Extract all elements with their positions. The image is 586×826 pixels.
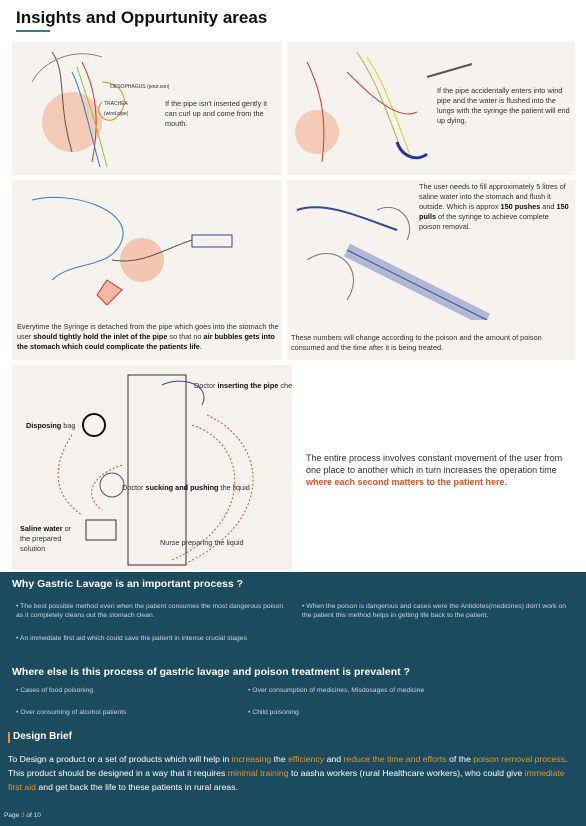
why-bullet-2-text: When the poison is dangerous and cases w… xyxy=(302,603,567,619)
why-bullet-2: • When the poison is dangerous and cases… xyxy=(302,603,567,619)
where-bullet-2-text: Over consumption of medicines, Misdosage… xyxy=(252,687,425,694)
brief-text: of the xyxy=(446,754,474,764)
caption-syringe-5: . xyxy=(199,342,202,351)
process-text-highlight: where each second matters to the patient… xyxy=(306,477,505,487)
where-bullet-3: • Over consuming of alcohol patients xyxy=(16,709,127,716)
label-disposing: Disposing bag xyxy=(26,421,75,431)
brief-text: . This product should be designed in a w… xyxy=(8,754,568,778)
where-heading: Where else is this process of gastric la… xyxy=(12,666,410,678)
caption-syringe-1: Everytime the Syringe is detached from t… xyxy=(17,322,279,341)
process-text: The entire process involves constant mov… xyxy=(306,452,578,488)
caption-pp-5: of the syringe to achieve complete poiso… xyxy=(419,212,549,231)
note-push-pull: These numbers will change according to t… xyxy=(291,333,542,352)
brief-heading: Design Brief xyxy=(13,731,72,742)
page-title: Insights and Oppurtunity areas xyxy=(16,8,268,27)
brief-heading-bar xyxy=(8,732,10,743)
brief-highlight: poison removal process xyxy=(473,754,565,764)
why-heading: Why Gastric Lavage is an important proce… xyxy=(12,578,244,590)
brief-text: To Design a product or a set of products… xyxy=(8,754,232,764)
brief-highlight: immediate first aid xyxy=(8,768,565,792)
where-bullet-4: • Child poisoning xyxy=(248,709,299,716)
label-trachea: TRACHEA (wind.pipe) xyxy=(104,101,129,117)
page-prefix: Page xyxy=(4,812,21,819)
why-where-section: Why Gastric Lavage is an important proce… xyxy=(0,572,586,724)
sketch-push-pull-drawing xyxy=(296,206,491,327)
where-bullet-2: • Over consumption of medicines, Misdosa… xyxy=(248,687,425,694)
sketch-wind-pipe: If the pipe accidentally enters into win… xyxy=(287,42,575,175)
label-doctor-pipe-1: Doctor xyxy=(194,381,218,390)
sketch-push-pull: The user needs to fill approximately 5 l… xyxy=(287,180,575,360)
where-bullet-1: • Cases of food poisoning xyxy=(16,687,94,694)
label-doctor-pipe-2: inserting the pipe xyxy=(217,381,279,390)
caption-pp-2: 150 pushes xyxy=(500,202,541,211)
caption-pp-3: and xyxy=(540,202,557,211)
label-doctor-suck-3: the liquid xyxy=(218,483,250,492)
brief-text: to aasha workers (rural Healthcare worke… xyxy=(288,768,525,778)
caption-syringe-3: so that no xyxy=(167,332,204,341)
label-saline-2: or the prepared solution xyxy=(20,524,72,553)
label-doctor-suck: Doctor sucking and pushing the liquid xyxy=(122,483,292,493)
sketch-pipe-curl-drawing xyxy=(31,51,125,168)
label-nurse: Nurse preparing the liquid xyxy=(160,538,244,547)
process-text-end: . xyxy=(504,477,508,487)
sketch-syringe-detach-drawing xyxy=(31,196,233,306)
title-underline xyxy=(16,30,50,32)
label-doctor-pipe: Doctor inserting the pipe checking the p… xyxy=(194,381,292,391)
brief-highlight: efficiency xyxy=(288,754,325,764)
brief-highlight: minimal training xyxy=(227,768,289,778)
sketch-process-flow-drawing xyxy=(57,374,254,566)
caption-pp-4: 150 pulls xyxy=(419,202,569,221)
label-saline: Saline water or the prepared solution xyxy=(20,524,82,554)
why-bullet-3-text: An immediate first aid which could save … xyxy=(19,635,247,642)
sketch-process-flow: Doctor inserting the pipe checking the p… xyxy=(12,365,292,570)
caption-syringe-4: air bubbles gets into the stomach which … xyxy=(17,332,275,351)
sketch-syringe-detach: Everytime the Syringe is detached from t… xyxy=(12,180,282,360)
label-saline-1: Saline water xyxy=(20,524,63,533)
caption-push-pull: The user needs to fill approximately 5 l… xyxy=(419,182,571,232)
page-current: 3 xyxy=(21,812,25,819)
page-number: Page 3 of 10 xyxy=(4,812,41,819)
brief-text: the xyxy=(271,754,289,764)
caption-wind-pipe: If the pipe accidentally enters into win… xyxy=(437,86,570,125)
brief-body: To Design a product or a set of products… xyxy=(8,752,578,794)
caption-syringe-2: should tightly hold the inlet of the pip… xyxy=(33,332,168,341)
label-doctor-suck-2: sucking and pushing xyxy=(145,483,219,492)
brief-highlight: increasing xyxy=(231,754,272,764)
sketch-pipe-curl: OESOPHAGUS (pour.con) TRACHEA (wind.pipe… xyxy=(12,42,282,175)
label-disposing-2: bag xyxy=(61,421,76,430)
label-doctor-suck-1: Doctor xyxy=(122,483,146,492)
label-doctor-pipe-3: checking the pipe flow xyxy=(280,381,292,390)
why-bullet-1-text: The best possible method even when the p… xyxy=(16,603,284,619)
design-brief-section: Design Brief To Design a product or a se… xyxy=(0,724,586,826)
label-oesophagus: OESOPHAGUS (pour.con) xyxy=(110,84,170,90)
process-text-main: The entire process involves constant mov… xyxy=(306,453,563,475)
brief-highlight: reduce the time and efforts xyxy=(343,754,447,764)
caption-pp-1: The user needs to fill approximately 5 l… xyxy=(419,182,566,211)
where-bullet-3-text: Over consuming of alcohol patients xyxy=(20,709,127,716)
caption-syringe-detach: Everytime the Syringe is detached from t… xyxy=(17,322,282,352)
sketch-wind-pipe-drawing xyxy=(295,51,473,163)
caption-pipe-curl: If the pipe isn't inserted gently it can… xyxy=(165,99,267,128)
why-bullet-1: • The best possible method even when the… xyxy=(16,603,284,619)
page-suffix: of 10 xyxy=(24,812,41,819)
brief-text: and xyxy=(324,754,344,764)
label-disposing-1: Disposing xyxy=(26,421,62,430)
where-bullet-1-text: Cases of food poisoning xyxy=(20,687,94,694)
why-bullet-3: • An immediate first aid which could sav… xyxy=(16,635,247,642)
where-bullet-4-text: Child poisoning xyxy=(252,709,299,716)
brief-text: and get back the life to these patients … xyxy=(36,782,238,792)
